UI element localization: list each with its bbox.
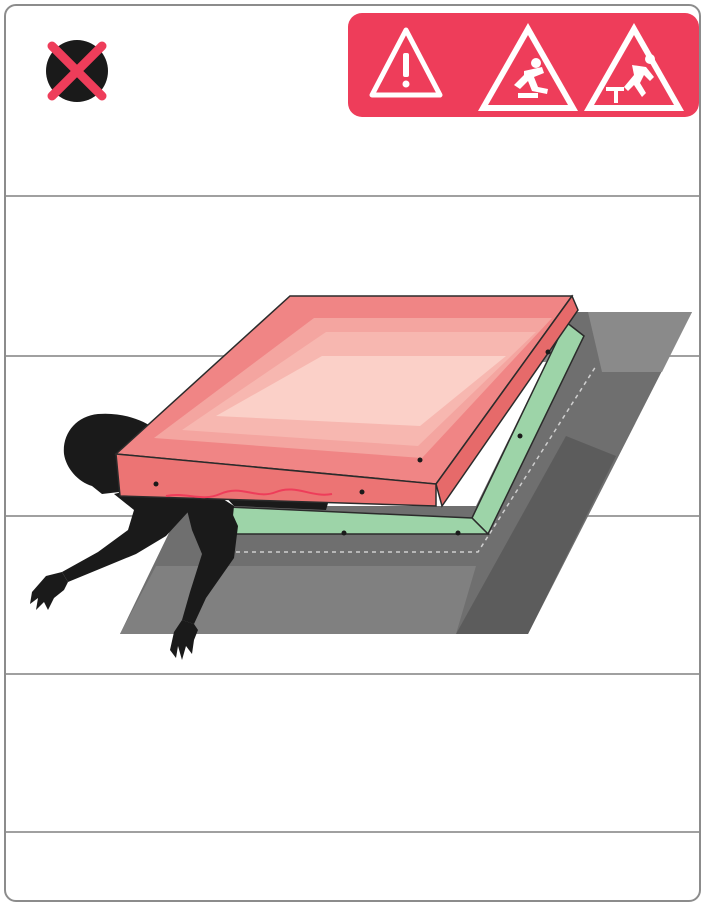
tripping-hazard-icon (478, 23, 578, 111)
prohibited-x-icon (38, 32, 116, 110)
instruction-card (4, 4, 701, 902)
general-warning-icon (369, 27, 443, 98)
window-sash (114, 294, 579, 508)
roof-window-illustration (30, 294, 692, 660)
warning-panel (348, 13, 699, 117)
falling-hazard-icon (584, 23, 684, 111)
